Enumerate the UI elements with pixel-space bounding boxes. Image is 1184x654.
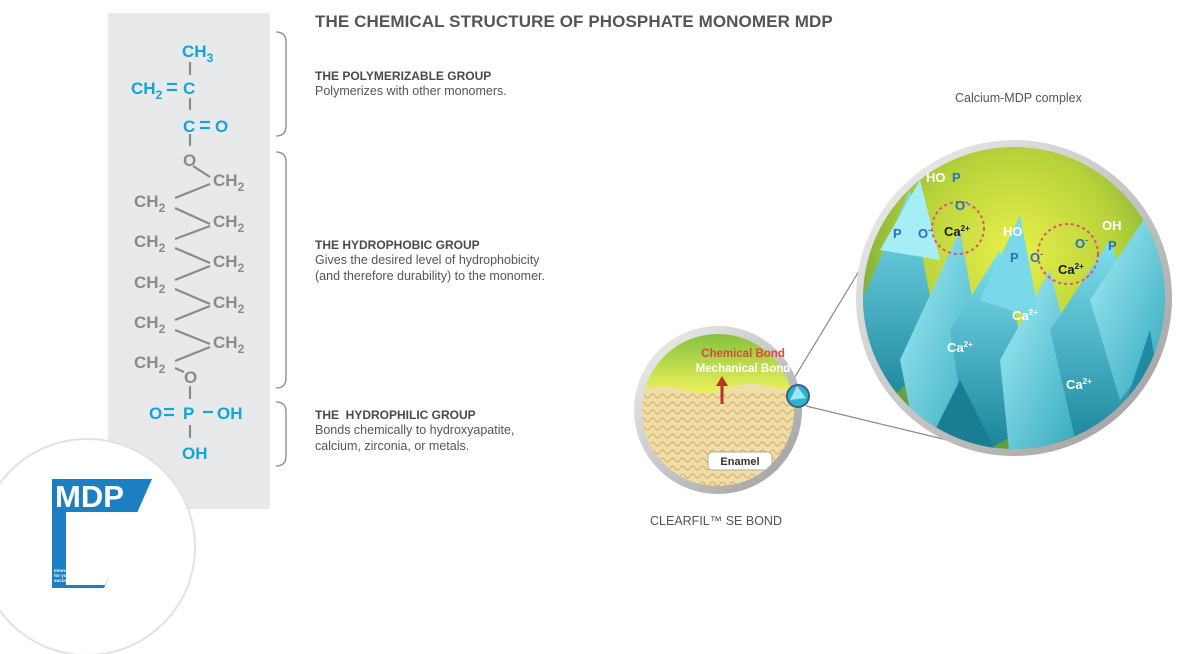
label-p-right: P — [1108, 238, 1117, 253]
label-ca: Ca2+ — [1012, 308, 1038, 323]
atom-c-carbonyl: C — [183, 117, 195, 136]
label-ca: Ca2+ — [1058, 262, 1084, 277]
caption-calcium-mdp-complex: Calcium-MDP complex — [955, 91, 1082, 105]
atom-ch2: CH2 — [213, 293, 245, 316]
label-o-mid: O- — [1030, 249, 1043, 265]
structure-bonds — [174, 62, 211, 438]
atom-ch2: CH2 — [134, 353, 166, 376]
calcium-mdp-complex-image — [856, 140, 1172, 456]
label-oh: OH — [1102, 218, 1122, 233]
label-p: P — [952, 170, 961, 185]
logo-tagline-1: Innovating — [54, 568, 77, 573]
atom-p: P — [183, 404, 194, 423]
atom-o-ester: O — [183, 151, 196, 170]
diagram-canvas: CH3 CH2 C C O O CH2 CH2 CH2 CH2 CH2 CH2 … — [52, 31, 1172, 588]
structure-atoms: CH3 CH2 C C O O CH2 CH2 CH2 CH2 CH2 CH2 … — [131, 42, 245, 463]
atom-c-alpha: C — [183, 79, 195, 98]
atom-o-double: O — [149, 404, 162, 423]
group-description: Gives the desired level of hydrophobicit… — [315, 253, 540, 267]
tooth-labels: Chemical Bond Mechanical Bond Enamel — [696, 348, 791, 468]
bracket-hydrophilic — [275, 401, 287, 467]
label-o-left: O- — [918, 225, 931, 241]
enamel-label: Enamel — [720, 456, 759, 468]
logo-main-text: MDP — [55, 479, 124, 514]
atom-ch2-vinyl: CH2 — [131, 79, 163, 102]
atom-o-phosphate: O — [184, 368, 197, 387]
bracket-hydrophobic — [275, 151, 287, 389]
polymerizable-bonds — [164, 82, 213, 417]
label-p-left: P — [893, 226, 902, 241]
group-description: Polymerizes with other monomers. — [315, 84, 507, 98]
group-hydrophobic: THE HYDROPHOBIC GROUP Gives the desired … — [315, 238, 545, 284]
group-description: Bonds chemically to hydroxyapatite, — [315, 423, 515, 437]
atom-ch3: CH3 — [182, 42, 214, 65]
atom-ch2: CH2 — [134, 232, 166, 255]
mechanical-bond-label: Mechanical Bond — [696, 363, 791, 375]
atom-o-carbonyl: O — [215, 117, 228, 136]
label-ca: Ca2+ — [947, 340, 973, 355]
label-p-mid: P — [1010, 250, 1019, 265]
group-description: calcium, zirconia, or metals. — [315, 439, 470, 453]
atom-ch2: CH2 — [213, 171, 245, 194]
complex-labels: HO P O- P O- Ca2+ HO P O- Ca2+ OH O- P C… — [893, 170, 1122, 392]
group-heading: THE POLYMERIZABLE GROUP — [315, 69, 492, 83]
atom-ch2: CH2 — [213, 212, 245, 235]
chemical-bond-label: Chemical Bond — [701, 348, 785, 360]
logo-tagline-3: success — [54, 578, 72, 583]
label-o-right: O- — [1075, 235, 1088, 251]
label-ho-2: HO — [1003, 224, 1023, 239]
atom-ch2: CH2 — [134, 273, 166, 296]
page-title: THE CHEMICAL STRUCTURE OF PHOSPHATE MONO… — [315, 12, 833, 31]
logo-tagline-2: for your — [54, 573, 71, 578]
caption-product-name: CLEARFIL™ SE BOND — [650, 514, 782, 528]
label-ca: Ca2+ — [944, 224, 970, 239]
atom-oh-bottom: OH — [182, 444, 208, 463]
group-brackets — [275, 31, 287, 467]
bracket-polymerizable — [275, 31, 287, 137]
logo-sub-text: MONOMER — [82, 513, 125, 522]
label-o: O- — [955, 197, 968, 213]
group-heading: THE HYDROPHILIC GROUP — [315, 408, 476, 422]
group-heading: THE HYDROPHOBIC GROUP — [315, 238, 480, 252]
group-hydrophilic: THE HYDROPHILIC GROUP Bonds chemically t… — [315, 408, 514, 454]
tooth-section-image — [634, 326, 810, 494]
atom-ch2: CH2 — [213, 252, 245, 275]
atom-ch2: CH2 — [134, 313, 166, 336]
atom-oh: OH — [217, 404, 243, 423]
label-ho: HO — [926, 170, 946, 185]
atom-ch2: CH2 — [134, 192, 166, 215]
group-description: (and therefore durability) to the monome… — [315, 269, 545, 283]
label-ca: Ca2+ — [1066, 377, 1092, 392]
atom-ch2: CH2 — [213, 333, 245, 356]
mdp-logo: MDP MONOMER Innovating for your success — [52, 479, 152, 588]
group-polymerizable: THE POLYMERIZABLE GROUP Polymerizes with… — [315, 69, 507, 99]
